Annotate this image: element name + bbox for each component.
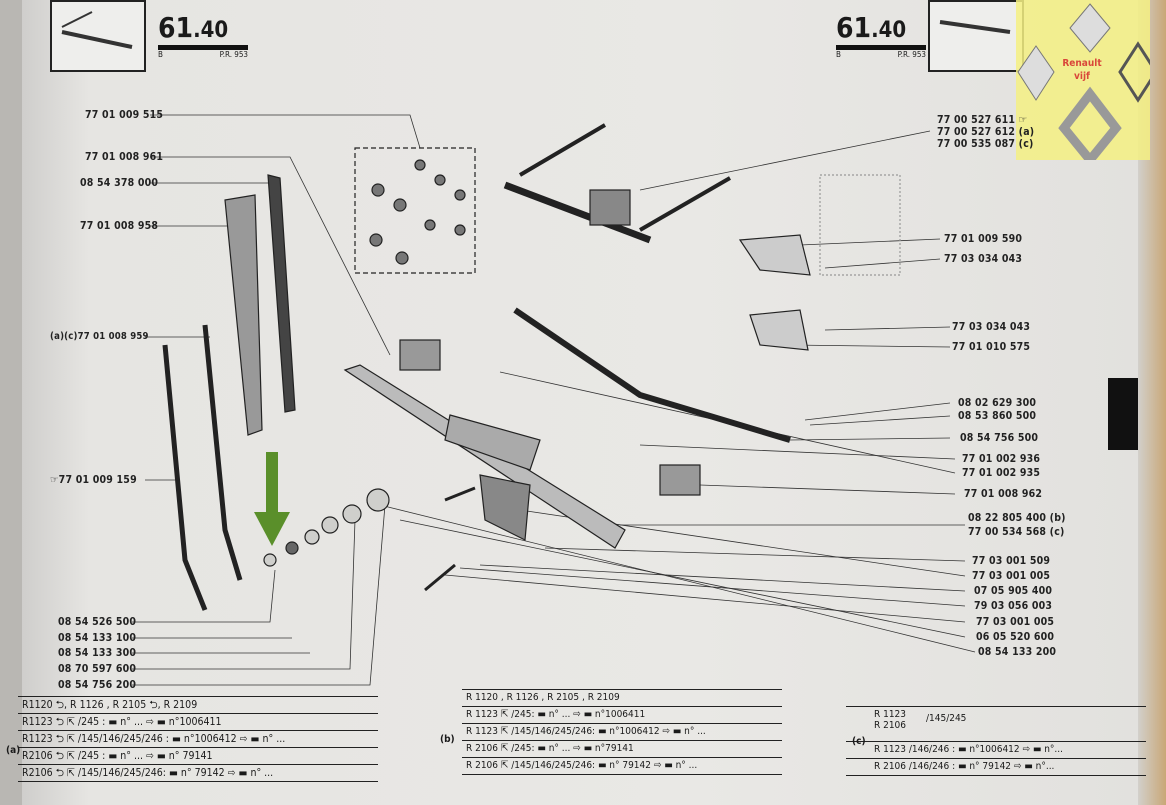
part-number-label: 77 03 001 509 [972,555,1051,567]
note-c-head-suffix: /145/245 [926,713,967,724]
part-number-label: 77 03 034 043 [944,253,1023,265]
part-number-label: 77 01 010 575 [952,341,1031,353]
part-number-label: 08 54 133 300 [58,647,137,659]
section-header-right: 61.40 B P.R. 953 [836,14,926,59]
section-letter: B [836,50,841,59]
note-row: R 1120 , R 1126 , R 2105 , R 2109 [462,690,782,707]
part-number-label: 08 70 597 600 [58,663,137,675]
note-row: R 1123 ⇱ /145/146/245/246: ▬ n°1006412 ⇨… [462,724,782,741]
part-number-label: 77 00 527 612 (a) [937,126,1035,138]
part-number-label: 08 54 756 500 [960,432,1039,444]
part-number-label: 08 22 805 400 (b) [968,512,1066,524]
part-number-label: 77 01 008 962 [964,488,1043,500]
note-table-a: R1120 ⮌, R 1126 , R 2105 ⮌, R 2109 R1123… [18,696,378,782]
part-number-label: 77 03 001 005 [972,570,1051,582]
subsection-number: .40 [193,18,229,43]
part-number-label: 77 03 001 005 [976,616,1055,628]
part-number-label: 07 05 905 400 [974,585,1053,597]
part-number-label: 77 00 534 568 (c) [968,526,1065,538]
note-row: R 2106 /146/246 : ▬ n° 79142 ⇨ ▬ n°... [846,759,1146,776]
part-number-label: 08 54 756 200 [58,679,137,691]
green-highlight-arrow-icon [254,452,290,546]
part-number-label: 08 54 133 100 [58,632,137,644]
parts-drawing [162,123,901,611]
note-table-b: R 1120 , R 1126 , R 2105 , R 2109 R 1123… [462,689,782,775]
part-number-label: 77 03 034 043 [952,321,1031,333]
catalog-page [22,0,1142,805]
part-number-label: 77 01 002 936 [962,453,1041,465]
note-row: R 2106 ⇱ /145/146/245/246: ▬ n° 79142 ⇨ … [462,758,782,775]
part-number-label: 77 01 008 958 [80,220,159,232]
note-table-c: R 1123 R 2106 /145/245 R 1123 /146/246 :… [846,706,1146,776]
note-row: R1120 ⮌, R 1126 , R 2105 ⮌, R 2109 [18,697,378,714]
part-number-label: 08 54 378 000 [80,177,159,189]
section-tab [1108,378,1138,450]
thumbnail-right [928,0,1024,72]
part-number-label: (a)(c)77 01 008 959 [50,331,149,342]
part-number-label: 77 00 527 611 ☞ [937,114,1028,126]
part-number-label: 08 53 860 500 [958,410,1037,422]
leader-lines [132,114,976,686]
part-number-label: 06 05 520 600 [976,631,1055,643]
part-number-label: 08 54 526 500 [58,616,137,628]
note-row: R1123 ⮌ ⇱ /245 : ▬ n° ... ⇨ ▬ n°1006411 [18,714,378,731]
part-number-label: 79 03 056 003 [974,600,1053,612]
note-c-head-1: R 1123 [874,709,906,720]
part-number-label: 77 01 008 961 [85,151,164,163]
note-row: R2106 ⮌ ⇱ /145/146/245/246: ▬ n° 79142 ⇨… [18,765,378,782]
subsection-number: .40 [871,18,907,43]
thumbnail-left [50,0,146,72]
section-letter: B [158,50,163,59]
note-tag-a: (a) [6,745,21,756]
note-tag-c: (c) [852,736,866,747]
part-number-label: 77 01 009 590 [944,233,1023,245]
logo-text-vijf: vijf [1074,71,1090,82]
logo-text-renault: Renault [1062,58,1102,69]
renault-logo-overlay: Renault vijf [1016,0,1158,168]
part-number-label: 77 01 009 515 [85,109,164,121]
part-number-label: 77 00 535 087 (c) [937,138,1034,150]
part-number-label: 08 54 133 200 [978,646,1057,658]
part-number-label: ☞77 01 009 159 [50,474,137,486]
note-row: R1123 ⮌ ⇱ /145/146/245/246 : ▬ n°1006412… [18,731,378,748]
section-header-left: 61.40 B P.R. 953 [158,14,248,59]
part-number-label: 08 02 629 300 [958,397,1037,409]
pr-number: P.R. 953 [219,50,248,59]
note-row: R 2106 ⇱ /245: ▬ n° ... ⇨ ▬ n°79141 [462,741,782,758]
pr-number: P.R. 953 [897,50,926,59]
section-number: 61 [158,11,194,44]
section-number: 61 [836,11,872,44]
note-tag-b: (b) [440,734,455,745]
note-row: R 1123 /146/246 : ▬ n°1006412 ⇨ ▬ n°... [846,742,1146,759]
note-c-head-2: R 2106 [874,720,906,731]
note-row: R2106 ⮌ ⇱ /245 : ▬ n° ... ⇨ ▬ n° 79141 [18,748,378,765]
note-row: R 1123 ⇱ /245: ▬ n° ... ⇨ ▬ n°1006411 [462,707,782,724]
part-number-label: 77 01 002 935 [962,467,1041,479]
